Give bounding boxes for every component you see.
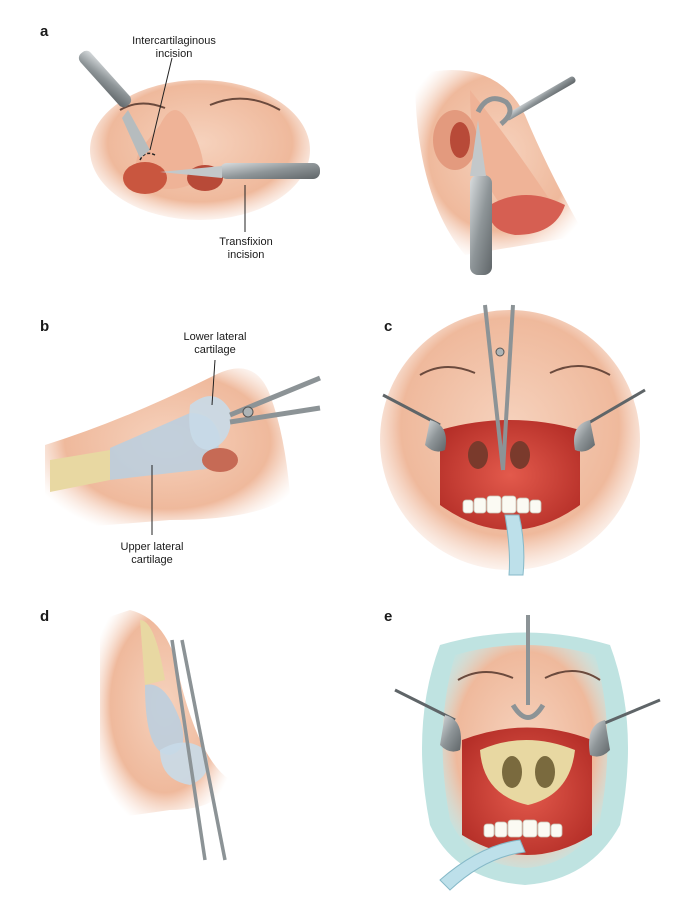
panel-d-nose-profile [100,610,230,820]
scalpel-icon [78,50,150,158]
retractor-icon [475,76,576,126]
leader-line [149,57,173,151]
scissors-icon [229,375,321,425]
forceps-icon [170,639,227,861]
label-lower-lateral-line2: cartilage [194,344,236,356]
label-transfixion-line2: incision [228,249,265,261]
scalpel-icon [470,120,492,275]
leader-line [211,359,216,406]
panel-b-nose-profile [45,368,290,530]
panel-b: b Lower lateral cartilage Upper lateral … [40,318,321,566]
retractor-icon [394,688,461,752]
panel-d: d [40,608,230,861]
panel-letter-c: c [384,318,392,335]
label-intercartilaginous-line1: Intercartilaginous [132,35,216,47]
scalpel-icon [160,163,320,179]
panel-letter-e: e [384,608,392,625]
panel-e-face [422,632,628,891]
label-intercartilaginous-line2: incision [156,48,193,60]
panel-c-face [380,310,640,576]
label-transfixion-line1: Transfixion [219,236,272,248]
lower-lateral-cartilage-shape [189,396,231,450]
retractor-icon [574,388,646,452]
panel-e: e [384,608,661,891]
endotracheal-tube [504,514,525,576]
exposed-maxilla [480,740,575,805]
scissors-icon [483,304,515,471]
retractor-icon [510,615,546,720]
label-upper-lateral-line1: Upper lateral [121,541,184,553]
panel-a: a Intercartilaginous incision Transfixio… [40,23,585,275]
teeth [462,495,542,514]
retractor-icon [589,698,661,757]
label-lower-lateral-line1: Lower lateral [184,331,247,343]
panel-a-lateral-nose [415,70,585,255]
panel-c: c [380,304,646,576]
panel-a-frontal-nose [90,80,310,220]
panel-letter-a: a [40,23,49,40]
panel-letter-d: d [40,608,49,625]
label-upper-lateral-line2: cartilage [131,554,173,566]
endotracheal-tube [439,839,526,891]
teeth [483,819,563,838]
retractor-icon [382,393,446,452]
panel-letter-b: b [40,318,49,335]
